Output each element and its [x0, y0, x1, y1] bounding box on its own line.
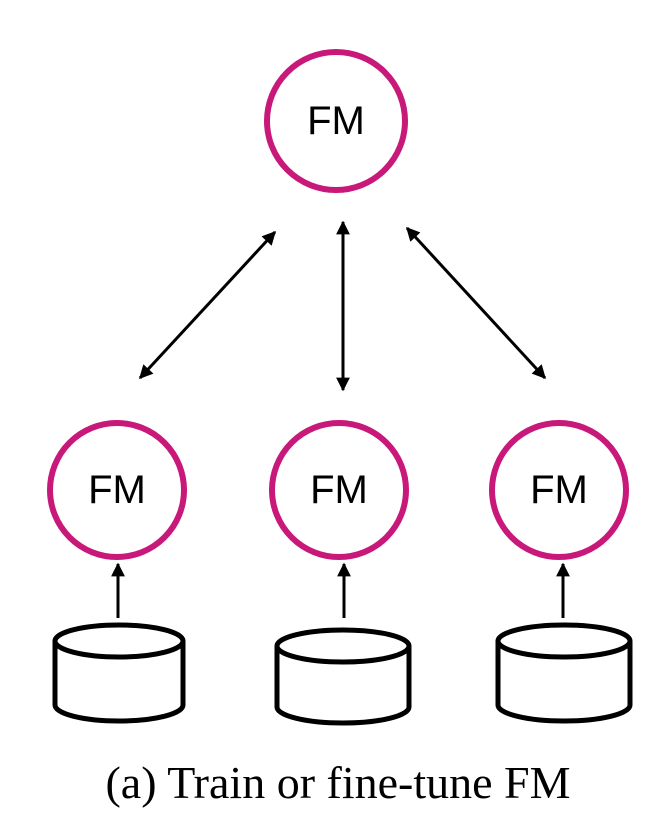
global-model-label: FM: [307, 99, 365, 143]
local-model-node-3: FM: [489, 420, 629, 560]
local-model-label-1: FM: [88, 468, 146, 512]
local-model-circle-2: [269, 420, 409, 560]
data-flow-arrows: [111, 562, 570, 618]
global-model-node: FM: [264, 49, 408, 193]
database-icon-2: [274, 627, 412, 726]
local-model-node-1: FM: [47, 420, 187, 560]
database-icon-1: [52, 622, 186, 724]
sync-arrow-left: [138, 230, 277, 380]
figure-caption: (a) Train or fine-tune FM: [105, 757, 570, 808]
database-icon-3: [495, 622, 633, 724]
local-model-label-2: FM: [310, 468, 368, 512]
global-model-circle: [264, 49, 408, 193]
local-model-circle-1: [47, 420, 187, 560]
local-model-node-2: FM: [269, 420, 409, 560]
local-model-circle-3: [489, 420, 629, 560]
local-model-label-3: FM: [530, 468, 588, 512]
sync-arrows: [138, 220, 547, 392]
sync-arrow-right: [405, 226, 547, 380]
